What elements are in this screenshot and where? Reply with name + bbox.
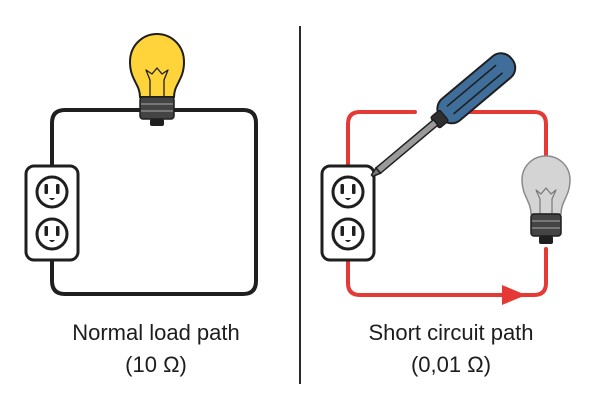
right-caption-title: Short circuit path: [368, 320, 533, 345]
unlit-light-bulb-icon: [521, 155, 571, 244]
outlet-socket-top: [331, 175, 365, 209]
lit-light-bulb-icon: [128, 32, 186, 126]
left-caption-title: Normal load path: [72, 320, 240, 345]
short-circuit-wire: [346, 110, 548, 297]
left-caption-resistance: (10 Ω): [125, 352, 187, 377]
current-direction-arrow: [502, 285, 526, 305]
outlet-socket-bottom: [331, 217, 365, 251]
wall-outlet-icon: [24, 164, 80, 262]
normal-circuit-wire: [50, 108, 258, 296]
wall-outlet-icon: [320, 164, 376, 262]
outlet-socket-top: [35, 175, 69, 209]
outlet-socket-bottom: [35, 217, 69, 251]
left-panel: Normal load path (10 Ω): [24, 32, 258, 377]
right-panel: Short circuit path (0,01 Ω): [320, 52, 571, 377]
right-caption-resistance: (0,01 Ω): [411, 352, 491, 377]
screwdriver-icon: [370, 52, 517, 178]
